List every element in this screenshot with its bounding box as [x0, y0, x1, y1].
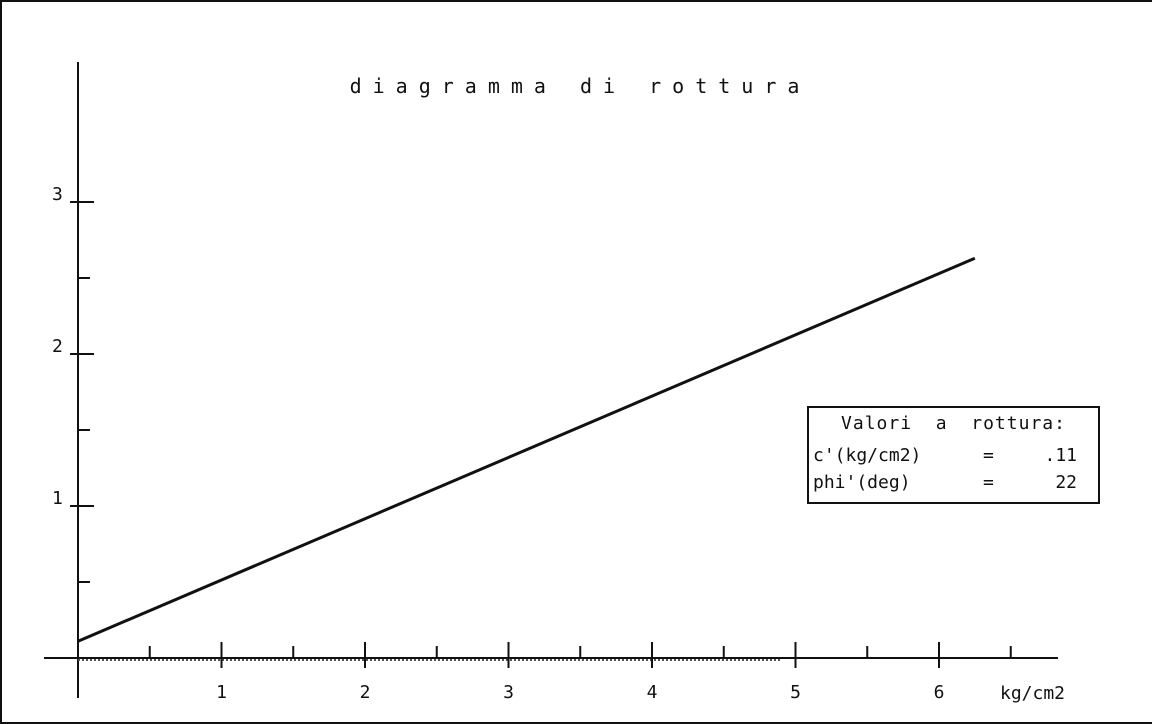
legend-row-value: 22: [1055, 472, 1077, 493]
x-axis-label: kg/cm2: [1000, 683, 1065, 704]
x-tick-label: 5: [790, 682, 801, 703]
legend-row-friction-angle: phi'(deg) = 22: [813, 472, 1097, 496]
legend-row-equals: =: [983, 472, 994, 493]
x-tick-label: 6: [934, 682, 945, 703]
legend-row-equals: =: [983, 445, 994, 466]
legend-box: Valori a rottura: c'(kg/cm2) = .11 phi'(…: [807, 406, 1100, 504]
x-tick-label: 2: [360, 682, 371, 703]
legend-row-value: .11: [1044, 445, 1077, 466]
plot-marks: [77, 256, 976, 643]
legend-row-name: c'(kg/cm2): [813, 445, 922, 466]
y-tick-label: 3: [52, 184, 63, 205]
x-tick-label: 1: [216, 682, 227, 703]
ticks: 1 2 3 4 5 6 1 2 3: [52, 184, 1012, 703]
legend-row-cohesion: c'(kg/cm2) = .11: [813, 445, 1097, 469]
failure-envelope-line: [77, 256, 976, 643]
x-tick-label: 3: [503, 682, 514, 703]
y-tick-label: 2: [52, 336, 63, 357]
chart-title: diagramma di rottura: [350, 74, 811, 98]
legend-title: Valori a rottura:: [841, 413, 1066, 434]
x-tick-label: 4: [647, 682, 658, 703]
y-tick-label: 1: [52, 488, 63, 509]
axes: [44, 62, 1058, 698]
legend-row-name: phi'(deg): [813, 472, 911, 493]
